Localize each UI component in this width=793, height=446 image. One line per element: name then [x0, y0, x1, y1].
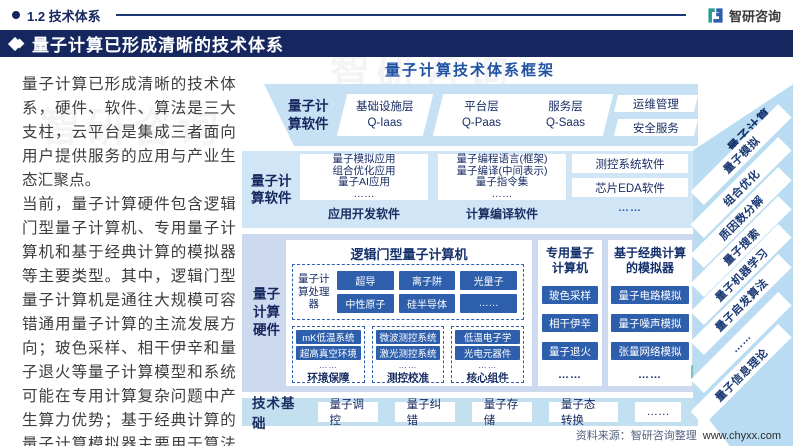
source-note: 资料来源：智研咨询整理 www.chyxx.com — [576, 427, 781, 443]
foundation-band: 技术基础 量子调控 量子纠错 量子存储 量子态转换 …… — [242, 396, 698, 431]
subsystem-chip: 微波测控系统 — [375, 330, 441, 344]
source-site: www.chyxx.com — [702, 430, 781, 442]
list-item: 量子模拟应用 — [332, 153, 396, 165]
ellipsis: …… — [318, 360, 338, 370]
subsystem-chip: mK低温系统 — [296, 330, 361, 344]
eda-software-box: 芯片EDA软件 — [572, 178, 688, 197]
gate-panel-title: 逻辑门型量子计算机 — [350, 247, 468, 262]
app-software-group: 量子模拟应用 组合优化应用 量子AI应用 …… 应用开发软件 — [300, 153, 428, 222]
processor-chip: 中性原子 — [337, 294, 394, 313]
subsystem-chip: 超高真空环境 — [296, 346, 361, 360]
classical-simulator-panel: 基于经典计算的模拟器 量子电路模拟 量子噪声模拟 张量网络模拟 …… — [608, 240, 692, 386]
headline: 量子计算已形成清晰的技术体系 — [32, 36, 284, 55]
compile-software-group: 量子编程语言(框架) 量子编译(中间表示) 量子指令集 …… 计算编译软件 — [438, 153, 566, 222]
source-prefix: 资料来源：智研咨询整理 — [575, 430, 697, 442]
ellipsis: …… — [398, 360, 418, 370]
ellipsis: …… — [478, 360, 498, 370]
layer-name: 平台层 — [463, 100, 499, 113]
application-ribbon: 量子计算 量子模拟 组合优化 质因数分解 量子搜索 量子机器学习 量子启发算法 … — [691, 57, 793, 446]
software-band-label: 量子计算软件 — [251, 172, 292, 206]
list-item: 量子指令集 — [475, 176, 529, 188]
processor-box: 量子计算处理器 超导 离子阱 光量子 中性原子 硅半导体 …… — [292, 264, 524, 320]
measurement-software-box: 测控系统软件 — [572, 154, 688, 173]
processor-chip: 超导 — [337, 271, 394, 290]
layer-code: Q-Iaas — [367, 117, 403, 129]
bullet-icon — [12, 11, 20, 19]
ellipsis: …… — [558, 369, 582, 381]
app-software-caption: 应用开发软件 — [327, 207, 400, 221]
subsystem-environment: mK低温系统 超高真空环境 …… 环境保障 — [292, 326, 365, 383]
special-chip: 量子退火 — [542, 342, 598, 360]
foundation-chip: 量子态转换 — [548, 399, 618, 427]
foundation-label: 技术基础 — [252, 396, 296, 431]
simulator-chip: 量子电路模拟 — [611, 286, 689, 304]
subsystem-caption: 核心组件 — [466, 372, 509, 383]
foundation-chip: 量子调控 — [317, 399, 378, 427]
headline-bar: 量子计算已形成清晰的技术体系 — [0, 30, 793, 57]
foundation-chip: …… — [635, 402, 681, 422]
intro-paragraph-1: 量子计算已形成清晰的技术体系，硬件、软件、算法是三大支柱，云平台是集成三者面向用… — [22, 76, 236, 189]
top-bar: 1.2 技术体系 智研咨询 — [0, 0, 793, 30]
processor-chip: 光量子 — [460, 271, 517, 290]
brand-name: 智研咨询 — [728, 8, 781, 24]
intro-text: 量子计算已形成清晰的技术体系，硬件、软件、算法是三大支柱，云平台是集成三者面向用… — [22, 73, 236, 446]
software-band: 量子计算软件 量子模拟应用 组合优化应用 量子AI应用 …… 应用开发软件 量子… — [242, 151, 698, 228]
ellipsis: …… — [491, 187, 513, 200]
simulator-chip: 量子噪声模拟 — [611, 314, 689, 332]
special-quantum-panel: 专用量子计算机 玻色采样 相干伊辛 量子退火 …… — [538, 240, 602, 386]
software-side-column: 测控系统软件 芯片EDA软件 …… — [572, 154, 688, 214]
list-item: 量子编程语言(框架) — [456, 153, 548, 165]
list-item: 量子AI应用 — [338, 176, 390, 188]
processor-chip: 硅半导体 — [398, 294, 456, 313]
compile-software-caption: 计算编译软件 — [465, 207, 538, 221]
special-chip: 相干伊辛 — [542, 314, 598, 332]
layer-name: 基础设施层 — [356, 100, 414, 113]
foundation-chip: 量子纠错 — [394, 399, 455, 427]
special-panel-title: 专用量子计算机 — [545, 246, 594, 275]
app-software-list: 量子模拟应用 组合优化应用 量子AI应用 …… — [300, 153, 428, 200]
subsystem-chip: 激光测控系统 — [375, 346, 441, 360]
compile-software-list: 量子编程语言(框架) 量子编译(中间表示) 量子指令集 …… — [438, 153, 566, 200]
layer-box-paas: 平台层 Q-Paas — [432, 94, 530, 136]
subsystem-caption: 测控校准 — [387, 372, 429, 383]
ops-box-maintenance: 运维管理 — [613, 95, 698, 112]
layer-name: 服务层 — [547, 100, 583, 113]
special-chip: 玻色采样 — [542, 286, 598, 304]
processor-chip: 离子阱 — [398, 271, 456, 290]
list-item: 组合优化应用 — [332, 164, 396, 177]
list-item: 量子编译(中间表示) — [456, 164, 548, 177]
layer-code: Q-Saas — [545, 117, 585, 129]
simulator-chip: 张量网络模拟 — [611, 342, 689, 360]
section-label: 1.2 技术体系 — [27, 8, 101, 24]
cloud-band-label: 量子计算软件 — [288, 98, 329, 131]
subsystem-row: mK低温系统 超高真空环境 …… 环境保障 微波测控系统 激光测控系统 …… 测… — [292, 326, 525, 383]
layer-box-saas: 服务层 Q-Saas — [516, 94, 614, 136]
subsystem-measurement: 微波测控系统 激光测控系统 …… 测控校准 — [371, 326, 445, 383]
gate-model-panel: 逻辑门型量子计算机 量子计算处理器 超导 离子阱 光量子 中性原子 硅半导体 …… — [286, 240, 532, 386]
ellipsis: …… — [353, 187, 375, 200]
simulator-panel-title: 基于经典计算的模拟器 — [613, 246, 686, 275]
section-divider-line — [115, 14, 686, 16]
ellipsis: …… — [638, 369, 662, 381]
processor-chip: …… — [460, 294, 517, 313]
cloud-band: 量子计算软件 基础设施层 Q-Iaas 平台层 Q-Paas 服务层 Q-Saa… — [264, 84, 698, 146]
hardware-band-label: 量子计算硬件 — [253, 286, 280, 339]
zhiyan-logo-icon — [708, 7, 723, 23]
ops-box-security: 安全服务 — [613, 119, 698, 136]
ellipsis: …… — [618, 202, 642, 214]
intro-paragraph-2: 当前，量子计算硬件包含逻辑门型量子计算机、专用量子计算机和基于经典计算的模拟器等… — [22, 196, 236, 446]
subsystem-caption: 环境保障 — [307, 372, 350, 383]
diamond-icon — [7, 36, 25, 51]
layer-box-iaas: 基础设施层 Q-Iaas — [336, 94, 434, 136]
processor-label: 量子计算处理器 — [298, 273, 330, 311]
layer-code: Q-Paas — [461, 117, 501, 129]
subsystem-chip: 低温电子学 — [455, 330, 521, 344]
diagram-title: 量子计算技术体系框架 — [384, 62, 555, 79]
brand: 智研咨询 — [707, 6, 781, 25]
foundation-chip: 量子存储 — [471, 399, 532, 427]
subsystem-chip: 光电元器件 — [455, 346, 521, 360]
processor-chip-grid: 超导 离子阱 光量子 中性原子 硅半导体 …… — [337, 271, 517, 313]
hardware-band: 量子计算硬件 逻辑门型量子计算机 量子计算处理器 超导 离子阱 光量子 中性原子… — [242, 234, 698, 392]
subsystem-components: 低温电子学 光电元器件 …… 核心组件 — [451, 326, 525, 383]
